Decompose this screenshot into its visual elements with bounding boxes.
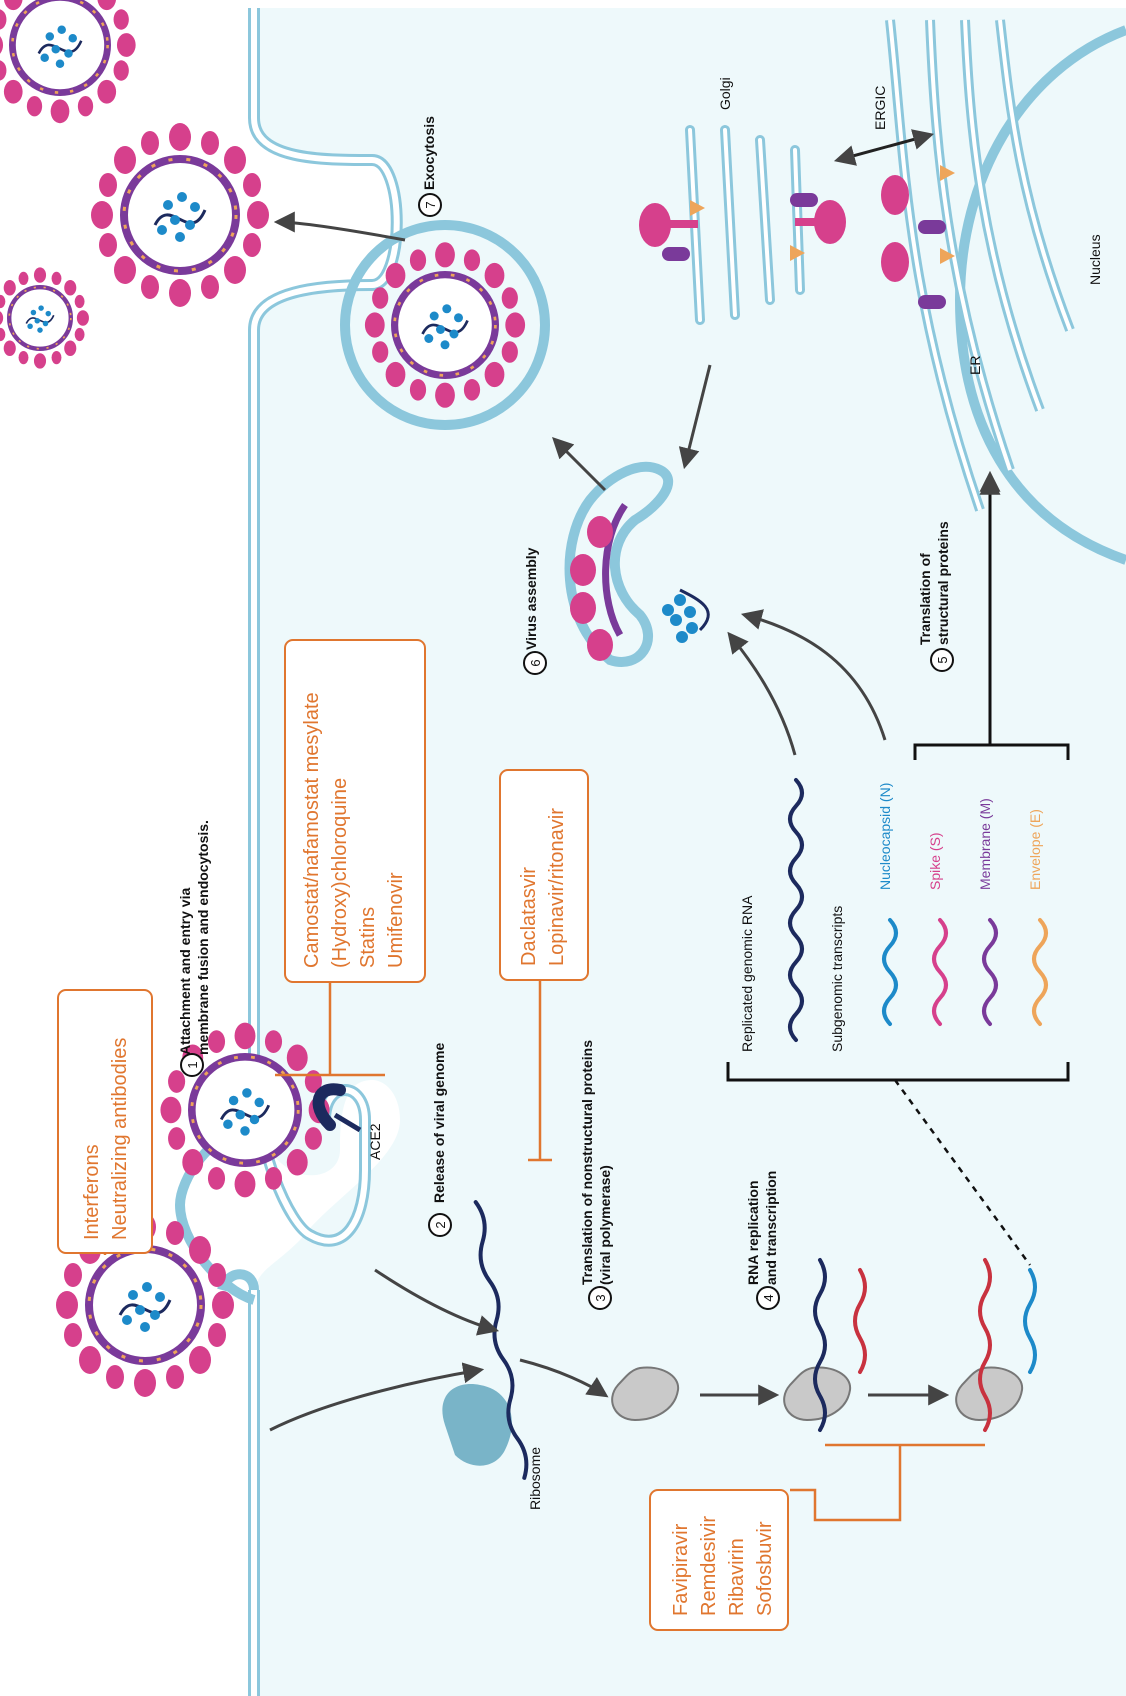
step4-line2: and transcription xyxy=(763,1171,779,1285)
step4-line1: RNA replication xyxy=(745,1181,761,1286)
drug-lopinavir: Lopinavir/ritonavir xyxy=(546,808,568,966)
legend-e-label: Envelope (E) xyxy=(1027,809,1043,890)
nucleus-label: Nucleus xyxy=(1087,234,1103,285)
arrow-n-to-nucleocapsid xyxy=(740,609,887,741)
arrow-exocytosis-out xyxy=(273,211,406,242)
arrow-fusion-to-ribosome xyxy=(269,1362,485,1432)
legend-wave-s xyxy=(932,918,948,1026)
golgi-label: Golgi xyxy=(717,77,733,110)
drug-box-polymerase xyxy=(649,1489,789,1631)
step7-number: 7 xyxy=(423,201,438,208)
cell-body xyxy=(217,8,1126,1696)
legend-replicated-label: Replicated genomic RNA xyxy=(739,895,755,1052)
drug-box-entry xyxy=(284,639,426,983)
legend-wave-m xyxy=(982,918,998,1026)
golgi-membrane-protein xyxy=(662,193,946,309)
step3-line1: Translation of nonstructural proteins xyxy=(579,1040,595,1285)
assembly-vesicle xyxy=(564,461,674,667)
legend-wave-e xyxy=(1032,918,1048,1026)
genome-rna-step4 xyxy=(813,1258,827,1432)
step6-number: 6 xyxy=(528,659,543,666)
step6-label: Virus assembly xyxy=(523,547,539,650)
drug-favipiravir: Favipiravir xyxy=(670,1523,692,1616)
nucleocapsid xyxy=(662,588,710,643)
step-numbers xyxy=(180,193,954,1310)
rna-legend-bracket xyxy=(726,480,1070,1082)
ace2-receptor xyxy=(312,1083,362,1133)
drug-statins: Statins xyxy=(357,907,379,968)
legend-n-label: Nucleocapsid (N) xyxy=(877,783,893,890)
drug-umifenovir: Umifenovir xyxy=(385,872,407,968)
drug-neutralizing-antibodies: Neutralizing antibodies xyxy=(109,1038,131,1240)
legend-subgenomic-label: Subgenomic transcripts xyxy=(829,906,845,1052)
step5-number: 5 xyxy=(935,656,950,663)
antisense-rna-step4 xyxy=(853,1268,867,1374)
golgi-spike-protein xyxy=(639,175,909,282)
step3-line2: (viral polymerase) xyxy=(597,1165,613,1285)
drug-hydroxychloroquine: (Hydroxy)chloroquine xyxy=(329,778,351,968)
step2-number: 2 xyxy=(433,1221,448,1228)
drug-interferons: Interferons xyxy=(81,1144,103,1240)
inhibition-lines xyxy=(92,980,985,1522)
ribosome-label: Ribosome xyxy=(527,1447,543,1510)
drug-remdesivir: Remdesivir xyxy=(698,1516,720,1616)
golgi-envelope-protein xyxy=(690,165,955,264)
ace2-label: ACE2 xyxy=(367,1123,383,1160)
arrow-endosome-to-ribosome xyxy=(374,1268,500,1336)
virion-exocytosed xyxy=(91,123,269,307)
polymerase-3 xyxy=(955,1366,1024,1422)
step2-label: Release of viral genome xyxy=(431,1042,447,1203)
step1-number: 1 xyxy=(185,1061,200,1068)
legend-wave-n xyxy=(882,918,898,1026)
arrow-genome-to-nucleocapsid xyxy=(727,631,797,756)
legend-wave-replicated xyxy=(788,778,804,1042)
arrow-ribosome-to-polymerase xyxy=(519,1358,609,1398)
step7-label: Exocytosis xyxy=(421,116,437,190)
step4-number: 4 xyxy=(761,1294,776,1301)
drug-box-antibodies xyxy=(57,989,153,1254)
step5-line1: Translation of xyxy=(917,553,933,645)
arrow-vesicle-to-exocytosis xyxy=(552,437,607,492)
arrow-golgi-to-vesicle xyxy=(678,364,712,470)
step1-line1: Attachment and entry via xyxy=(177,888,193,1055)
step5-line2: structural proteins xyxy=(935,521,951,645)
exocytic-vesicle xyxy=(340,220,550,430)
virion-released-1 xyxy=(0,0,136,123)
drug-daclatasvir: Daclatasvir xyxy=(518,867,540,966)
polymerase-1 xyxy=(611,1366,680,1422)
drug-camostat: Camostat/nafamostat mesylate xyxy=(301,692,323,968)
step1-line2: membrane fusion and endocytosis. xyxy=(195,820,211,1055)
subgenomic-rna-step5 xyxy=(1023,1268,1037,1374)
legend-m-label: Membrane (M) xyxy=(977,798,993,890)
genome-rna-ribosome xyxy=(473,1200,529,1480)
ergic-label: ERGIC xyxy=(872,86,888,130)
er-label: ER xyxy=(967,356,983,375)
step3-number: 3 xyxy=(593,1294,608,1301)
drug-sofosbuvir: Sofosbuvir xyxy=(754,1521,776,1616)
ribosome-shape xyxy=(442,1384,512,1466)
dashed-link xyxy=(893,1079,1032,1266)
antisense-rna-step5 xyxy=(978,1258,992,1432)
drug-box-protease xyxy=(499,769,589,981)
drug-ribavirin: Ribavirin xyxy=(726,1538,748,1616)
ergic-arrow xyxy=(833,129,935,166)
legend-s-label: Spike (S) xyxy=(927,832,943,890)
virion-released-2 xyxy=(0,267,89,368)
